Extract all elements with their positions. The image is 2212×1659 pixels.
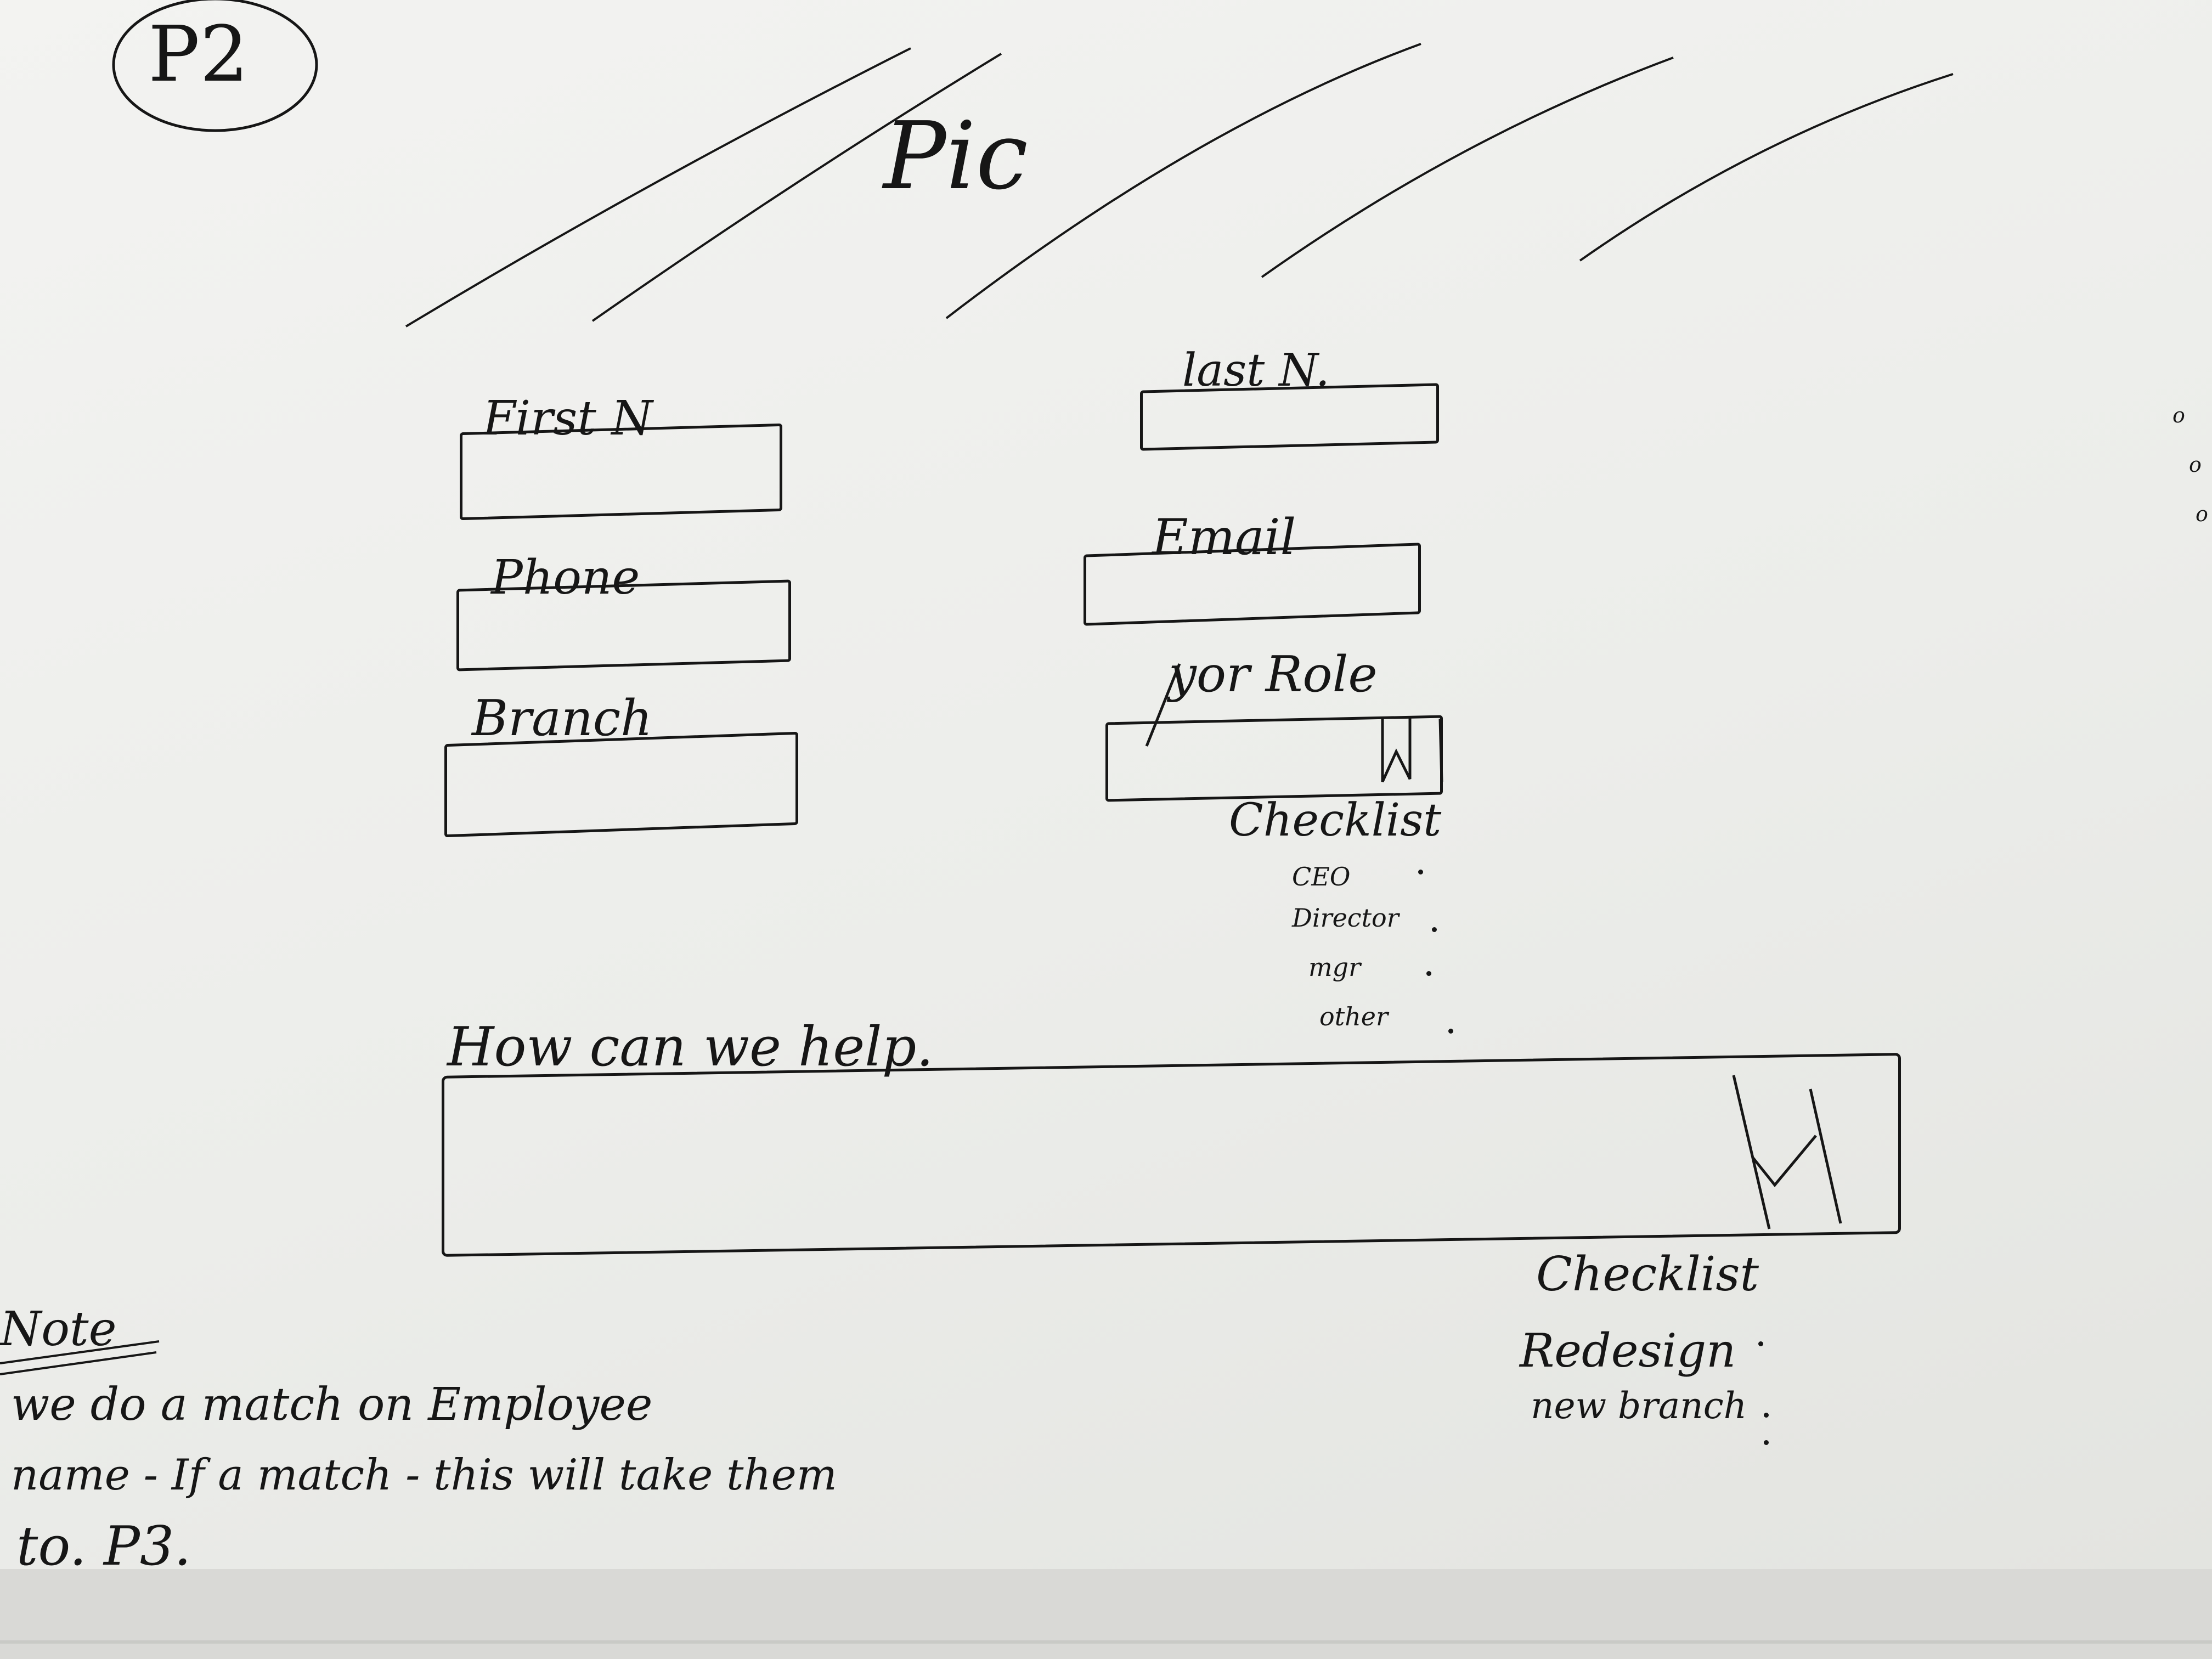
svg-text:o: o (2172, 403, 2185, 427)
first-name-input[interactable] (460, 423, 782, 521)
email-input[interactable] (1084, 543, 1421, 626)
role-option-mgr-radio[interactable] (1426, 971, 1431, 976)
help-dropdown-divider (1732, 1075, 1771, 1229)
role-option-director-radio[interactable] (1432, 927, 1437, 932)
role-option-other-radio[interactable] (1448, 1029, 1453, 1034)
branch-label: Branch (472, 690, 653, 747)
desk-edge (0, 1640, 2212, 1644)
phone-label: Phone (491, 550, 640, 605)
role-option-other[interactable]: other (1319, 1002, 1389, 1031)
last-name-input[interactable] (1140, 383, 1439, 451)
phone-input[interactable] (456, 579, 791, 672)
sketch-paper (0, 0, 2212, 1569)
role-dropdown-arrow (1381, 716, 1412, 783)
note-title: Note (0, 1302, 117, 1357)
page-label: P2 (148, 10, 249, 99)
role-dropdown[interactable] (1105, 715, 1443, 802)
note-line-3: to. P3. (16, 1515, 191, 1578)
hero-stroke-5 (1579, 73, 1954, 262)
role-option-ceo-radio[interactable] (1418, 870, 1423, 874)
hero-stroke-3 (945, 43, 1421, 319)
role-label: yor Role (1169, 646, 1378, 703)
hero-image-label: Pic (883, 102, 1028, 211)
help-checklist-title: Checklist (1536, 1247, 1759, 1302)
role-checklist-title: Checklist (1229, 794, 1442, 847)
svg-text:o: o (2189, 453, 2202, 477)
svg-text:o: o (2196, 502, 2208, 526)
branch-input[interactable] (444, 731, 798, 838)
desk-surface (0, 1569, 2212, 1659)
role-option-director[interactable]: Director (1292, 903, 1399, 933)
hero-stroke-1 (405, 47, 911, 328)
last-name-label: last N. (1182, 345, 1330, 397)
hero-stroke-2 (591, 53, 1002, 322)
help-dropdown-arrow (1752, 1135, 1817, 1187)
page-label-circle (112, 0, 318, 132)
help-option-new-branch-radio[interactable] (1764, 1413, 1769, 1418)
help-dropdown[interactable] (442, 1053, 1901, 1257)
help-option-redesign[interactable]: Redesign (1520, 1324, 1736, 1378)
note-line-1: we do a match on Employee (11, 1379, 653, 1431)
role-option-mgr[interactable]: mgr (1308, 952, 1361, 982)
hero-stroke-4 (1261, 57, 1674, 278)
help-label: How can we help. (447, 1016, 934, 1079)
email-label: Email (1152, 509, 1296, 566)
help-option-redesign-radio[interactable] (1758, 1341, 1763, 1346)
help-option-new-branch[interactable]: new branch (1531, 1385, 1747, 1427)
role-option-ceo[interactable]: CEO (1292, 862, 1351, 891)
first-name-label: First N (483, 391, 653, 446)
note-line-2: name - If a match - this will take them (11, 1451, 837, 1500)
help-option-extra-radio[interactable] (1764, 1440, 1769, 1445)
